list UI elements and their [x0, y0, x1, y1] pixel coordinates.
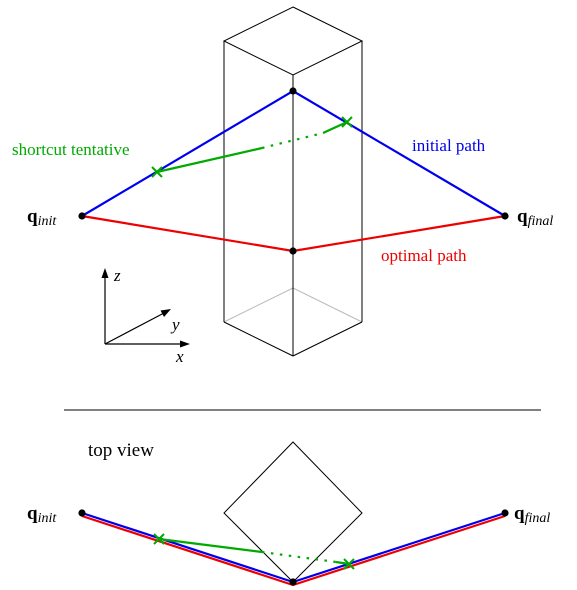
axis-z-arrowhead [101, 268, 109, 278]
shortcut-tentative-label: shortcut tentative [12, 140, 130, 159]
axis-y-line [104, 312, 165, 345]
box-hidden-edge [292, 287, 363, 323]
box-edge-bottom-right [292, 321, 363, 357]
q-init-node [78, 212, 86, 220]
shortcut-start-cross-top [153, 533, 165, 545]
shortcut-end-cross-top [343, 558, 355, 570]
shortcut-tentative-top-view [153, 533, 355, 570]
axis-y-arrowhead [160, 309, 171, 317]
box-edge-bottom-left [223, 321, 294, 357]
shortcut-end-cross [341, 116, 353, 128]
obstacle-box-top-view [223, 441, 363, 583]
initial-path-top-view [81, 511, 506, 584]
axis-x-label: x [175, 347, 184, 366]
axis-x-arrowhead [180, 340, 190, 348]
top-q-init-label: qinit [27, 503, 57, 526]
obstacle-box-3d [222, 6, 364, 357]
top-q-init-node [78, 509, 86, 517]
box-hidden-edge [223, 287, 294, 323]
optimal-path-apex-node [289, 247, 297, 255]
shortcut-tentative-3d [151, 116, 353, 178]
top-apex-node [289, 578, 297, 586]
shortcut-start-cross [151, 166, 163, 178]
top-q-final-node [501, 509, 509, 517]
axis-y-label: y [170, 315, 180, 334]
initial-path-label: initial path [412, 136, 486, 155]
top-view-title: top view [88, 440, 154, 461]
optimal-path-top-view [81, 514, 506, 587]
coordinate-axes [101, 268, 190, 348]
initial-path-apex-node [289, 87, 297, 95]
q-init-label: qinit [27, 206, 57, 229]
q-final-label: qfinal [517, 206, 553, 229]
optimal-path-label: optimal path [381, 246, 467, 265]
axis-z-label: z [113, 266, 121, 285]
q-final-node [501, 212, 509, 220]
box-top-face [222, 6, 364, 76]
top-q-final-label: qfinal [514, 503, 550, 526]
